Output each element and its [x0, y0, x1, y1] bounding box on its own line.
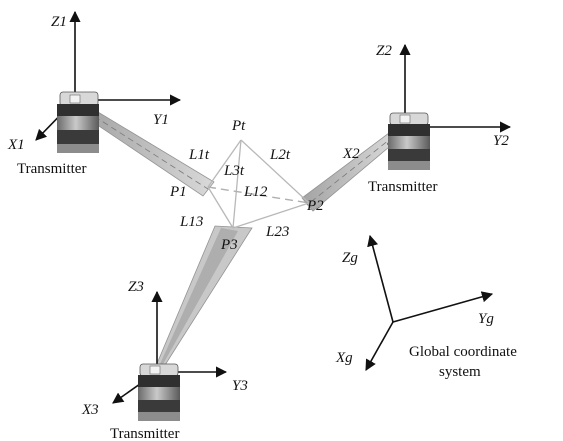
global-caption-line1: Global coordinate: [409, 344, 517, 360]
global-frame: Zg Yg Xg Global coordinate system: [335, 234, 517, 380]
global-frame-axes: [365, 234, 494, 371]
transmitter-1-y-label: Y1: [153, 112, 169, 128]
transmitter-1: Z1 Y1 X1 Transmitter: [7, 10, 182, 177]
global-y-label: Yg: [478, 311, 494, 327]
point-label-p3: P3: [220, 237, 238, 253]
line-l13: [207, 186, 234, 229]
transmitter-2-z-label: Z2: [376, 43, 392, 59]
transmitter-1-z-label: Z1: [51, 14, 67, 30]
transmitter-2-x-label: X2: [342, 146, 360, 162]
line-label-l23: L23: [265, 224, 289, 240]
transmitter-2-device: [388, 112, 430, 170]
global-x-label: Xg: [335, 350, 353, 366]
line-label-l2t: L2t: [269, 147, 291, 163]
transmitter-2: Z2 Y2 X2 Transmitter: [342, 43, 512, 195]
point-label-pt: Pt: [231, 118, 246, 134]
transmitter-3-x-label: X3: [81, 402, 99, 418]
transmitter-1-caption: Transmitter: [17, 161, 86, 177]
line-l1t: [207, 139, 242, 188]
transmitter-3-z-label: Z3: [128, 279, 144, 295]
point-label-p1: P1: [169, 184, 187, 200]
transmitter-1-x-label: X1: [7, 137, 25, 153]
transmitter-3-device: [138, 363, 180, 421]
transmitter-2-y-label: Y2: [493, 133, 509, 149]
global-z-label: Zg: [342, 250, 358, 266]
line-labels: L1t L2t L3t L12 L13 L23: [179, 147, 291, 240]
line-label-l1t: L1t: [188, 147, 210, 163]
line-label-l13: L13: [179, 214, 203, 230]
transmitter-3-y-label: Y3: [232, 378, 248, 394]
line-l12: [207, 186, 310, 204]
transmitter-3: Z3 Y3 X3 Transmitter: [81, 279, 248, 441]
line-label-l3t: L3t: [223, 163, 245, 179]
line-label-l12: L12: [243, 184, 268, 200]
transmitter-1-device: [57, 91, 99, 153]
distance-lines: [207, 139, 310, 229]
transmitter-2-caption: Transmitter: [368, 179, 437, 195]
line-l3t: [232, 139, 242, 229]
point-labels: Pt P1 P2 P3: [169, 118, 324, 253]
point-label-p2: P2: [306, 198, 324, 214]
line-l2t: [240, 139, 310, 204]
transmitter-3-caption: Transmitter: [110, 426, 179, 441]
line-l23: [232, 202, 310, 229]
global-caption-line2: system: [439, 364, 481, 380]
